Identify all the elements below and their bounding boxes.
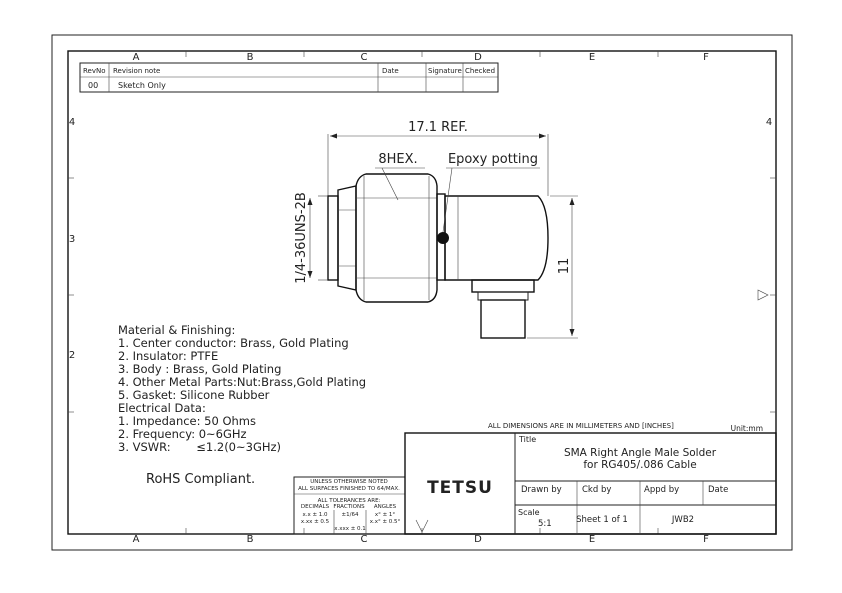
title-line-2: for RG405/.086 Cable xyxy=(583,459,696,471)
row-label-4-right: 4 xyxy=(766,117,772,128)
note-line-3: 2. Insulator: PTFE xyxy=(118,349,218,363)
rev-header-date: Date xyxy=(382,67,399,75)
rohs-label: RoHS Compliant. xyxy=(146,472,255,487)
tol-line-1: UNLESS OTHERWISE NOTED xyxy=(310,479,388,485)
connector-drawing: 17.1 REF. 1/4-36UNS-2B xyxy=(294,120,578,339)
dims-note: ALL DIMENSIONS ARE IN MILLIMETERS AND [I… xyxy=(488,422,674,430)
dim-arrow-left-icon xyxy=(330,133,337,139)
note-line-9: 2. Frequency: 0~6GHz xyxy=(118,427,247,441)
tolerance-block: UNLESS OTHERWISE NOTED ALL SURFACES FINI… xyxy=(293,476,406,535)
rev-header-checked: Checked xyxy=(465,67,495,75)
row-label-3: 3 xyxy=(69,234,75,245)
rev-header-note: Revision note xyxy=(113,67,160,75)
thread-arrow-top-icon xyxy=(307,198,313,205)
tol-dec-2: x.xx ± 0.5 xyxy=(301,519,330,525)
company-logo: TETSU xyxy=(427,478,493,498)
title-label: Title xyxy=(518,435,536,444)
row-label-4: 4 xyxy=(69,117,75,128)
dim-length-label: 17.1 REF. xyxy=(408,120,468,135)
appd-by-label: Appd by xyxy=(644,485,679,495)
potting-label: Epoxy potting xyxy=(448,152,538,167)
rev-row-note: Sketch Only xyxy=(118,81,166,90)
dim-height-label: 11 xyxy=(557,258,572,275)
column-dividers xyxy=(68,51,776,534)
col-label-f-bottom: F xyxy=(703,534,709,545)
rev-header-signature: Signature xyxy=(428,67,462,75)
col-label-d: D xyxy=(474,52,482,63)
note-line-10: 3. VSWR: ≤1.2(0~3GHz) xyxy=(118,440,281,454)
title-line-1: SMA Right Angle Male Solder xyxy=(564,447,717,459)
ckd-by-label: Ckd by xyxy=(582,485,611,495)
hex-label: 8HEX. xyxy=(378,152,417,167)
unit-label: Unit:mm xyxy=(731,424,763,433)
material-notes: Material & Finishing: 1. Center conducto… xyxy=(118,323,366,454)
note-line-2: 1. Center conductor: Brass, Gold Plating xyxy=(118,336,349,350)
title-block: Title SMA Right Angle Male Solder for RG… xyxy=(404,432,777,535)
col-label-e: E xyxy=(589,52,595,63)
col-label-b-bottom: B xyxy=(247,534,254,545)
epoxy-potting-dot xyxy=(437,232,449,244)
thread-label: 1/4-36UNS-2B xyxy=(294,192,309,284)
scale-value: 5:1 xyxy=(538,519,552,529)
note-line-5: 4. Other Metal Parts:Nut:Brass,Gold Plat… xyxy=(118,375,366,389)
tol-col-decimals: DECIMALS xyxy=(301,504,330,510)
rev-header-revno: RevNo xyxy=(83,67,106,75)
tol-ang-2: x.x° ± 0.5° xyxy=(370,519,401,525)
col-label-a: A xyxy=(133,52,140,63)
tol-line-3: ALL TOLERANCES ARE: xyxy=(318,498,381,504)
col-label-a-bottom: A xyxy=(133,534,140,545)
revision-table: RevNo Revision note Date Signature Check… xyxy=(79,62,499,93)
center-mark-bottom-icon xyxy=(415,519,429,533)
part-number: JWB2 xyxy=(671,515,694,525)
tol-frac: ±1/64 xyxy=(342,512,359,518)
dim-arrow-right-icon xyxy=(539,133,546,139)
height-arrow-bottom-icon xyxy=(569,329,575,336)
scale-label: Scale xyxy=(518,508,540,517)
col-label-c-bottom: C xyxy=(361,534,368,545)
center-mark-right-icon xyxy=(757,289,769,301)
tol-dec-3: x.xxx ± 0.1 xyxy=(334,526,366,532)
col-label-b: B xyxy=(247,52,254,63)
col-label-c: C xyxy=(361,52,368,63)
date-label: Date xyxy=(708,485,728,495)
row-label-2: 2 xyxy=(69,350,75,361)
sheet-label: Sheet 1 of 1 xyxy=(576,515,628,525)
tol-ang-1: x° ± 1° xyxy=(375,512,396,518)
note-line-6: 5. Gasket: Silicone Rubber xyxy=(118,388,270,402)
tol-col-angles: ANGLES xyxy=(374,504,397,510)
note-line-1: Material & Finishing: xyxy=(118,323,235,337)
rev-row-revno: 00 xyxy=(88,81,98,90)
drawn-by-label: Drawn by xyxy=(521,485,562,495)
col-label-e-bottom: E xyxy=(589,534,595,545)
col-label-f: F xyxy=(703,52,709,63)
col-label-d-bottom: D xyxy=(474,534,482,545)
tol-col-fractions: FRACTIONS xyxy=(333,504,365,510)
tol-line-2: ALL SURFACES FINISHED TO 64/MAX. xyxy=(298,486,400,492)
note-line-7: Electrical Data: xyxy=(118,401,206,415)
note-line-8: 1. Impedance: 50 Ohms xyxy=(118,414,256,428)
tol-dec-1: x.x ± 1.0 xyxy=(302,512,328,518)
thread-arrow-bottom-icon xyxy=(307,271,313,278)
outer-frame xyxy=(51,34,793,551)
note-line-4: 3. Body : Brass, Gold Plating xyxy=(118,362,281,376)
height-arrow-top-icon xyxy=(569,198,575,205)
